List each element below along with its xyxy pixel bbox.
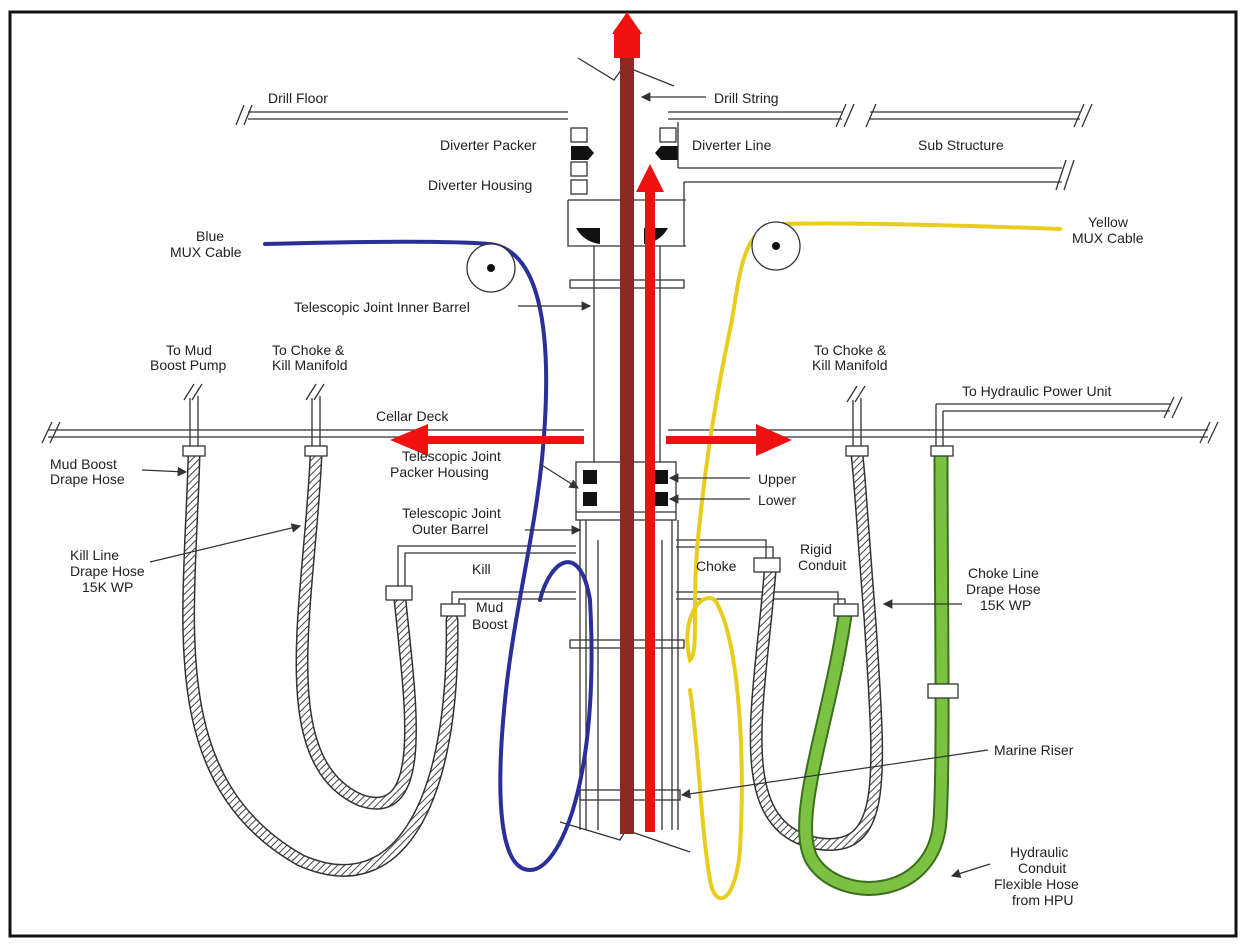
label-to-hpu: To Hydraulic Power Unit: [962, 383, 1111, 399]
label-blue-mux-1: Blue: [196, 228, 224, 244]
label-to-ck-right-1: To Choke &: [814, 342, 887, 358]
label-diverter-housing: Diverter Housing: [428, 177, 532, 193]
label-tj-packer-2: Packer Housing: [390, 464, 489, 480]
drill-floor: [235, 104, 568, 126]
label-kill-drape-2: Drape Hose: [70, 563, 145, 579]
label-kill-drape-1: Kill Line: [70, 547, 119, 563]
kill-line-drape-hose: [297, 450, 416, 809]
drill-string-break-bottom: [559, 821, 691, 853]
drill-string-break-top: [577, 57, 675, 87]
label-mud-boost-drape-2: Drape Hose: [50, 471, 125, 487]
label-to-ck-left-2: Kill Manifold: [272, 357, 347, 373]
label-mud-boost-drape-1: Mud Boost: [50, 456, 117, 472]
label-rigid-1: Rigid: [800, 541, 832, 557]
label-tj-packer-1: Telescopic Joint: [402, 448, 501, 464]
label-upper: Upper: [758, 471, 796, 487]
label-tj-outer-2: Outer Barrel: [412, 521, 488, 537]
arrow-icon-left-shaft: [426, 436, 584, 444]
label-blue-mux-2: MUX Cable: [170, 244, 242, 260]
diagram-frame: [8, 10, 1238, 938]
hydraulic-conduit-hose: [800, 449, 948, 894]
label-choke-drape-3: 15K WP: [980, 597, 1031, 613]
arrow-icon-up-shaft: [614, 30, 640, 58]
mud-boost-drape-hose: [183, 450, 458, 876]
label-drill-string: Drill String: [714, 90, 779, 106]
arrow-icon-up-return: [636, 164, 664, 192]
pulley-icon-right: [751, 221, 801, 271]
label-rigid-2: Conduit: [798, 557, 846, 573]
hose-connectors: [182, 445, 959, 699]
label-cellar-deck: Cellar Deck: [376, 408, 449, 424]
label-yellow-mux-1: Yellow: [1088, 214, 1129, 230]
return-flow-line: [645, 188, 655, 832]
pulley-icon: [466, 243, 516, 293]
label-lower: Lower: [758, 492, 796, 508]
leader-arrows: [141, 92, 991, 879]
rigid-conduits: [397, 539, 846, 606]
label-choke-drape-1: Choke Line: [968, 565, 1039, 581]
label-sub-structure: Sub Structure: [918, 137, 1004, 153]
diverter-packer-left: [571, 146, 594, 160]
arrow-icon-right-shaft: [666, 436, 770, 444]
label-hyd-3: Flexible Hose: [994, 876, 1079, 892]
hatched-hoses: [182, 448, 884, 877]
labels: Drill Floor Drill String Diverter Packer…: [50, 90, 1144, 908]
diverter: [567, 122, 1075, 247]
label-tj-outer-1: Telescopic Joint: [402, 505, 501, 521]
label-hyd-4: from HPU: [1012, 892, 1073, 908]
arrow-icon-right: [756, 424, 792, 456]
label-kill: Kill: [472, 561, 491, 577]
label-mud-1: Mud: [476, 599, 503, 615]
label-tj-inner-barrel: Telescopic Joint Inner Barrel: [294, 299, 470, 315]
label-kill-drape-3: 15K WP: [82, 579, 133, 595]
label-mud-2: Boost: [472, 616, 508, 632]
label-drill-floor: Drill Floor: [268, 90, 328, 106]
drill-string-pipe: [620, 56, 634, 834]
choke-line-drape-hose: [751, 450, 882, 850]
label-to-mud-2: Boost Pump: [150, 357, 226, 373]
label-to-ck-left-1: To Choke &: [272, 342, 345, 358]
label-to-ck-right-2: Kill Manifold: [812, 357, 887, 373]
sub-structure: [668, 103, 1093, 128]
label-hyd-1: Hydraulic: [1010, 844, 1068, 860]
label-hyd-2: Conduit: [1018, 860, 1066, 876]
arrow-icon-up-top: [612, 12, 642, 34]
label-yellow-mux-2: MUX Cable: [1072, 230, 1144, 246]
label-diverter-packer: Diverter Packer: [440, 137, 537, 153]
label-choke-drape-2: Drape Hose: [966, 581, 1041, 597]
label-marine-riser: Marine Riser: [994, 742, 1074, 758]
arrow-icon-left: [390, 424, 428, 456]
diverter-packer-right: [655, 146, 678, 160]
label-choke: Choke: [696, 558, 737, 574]
label-diverter-line: Diverter Line: [692, 137, 772, 153]
manifold-stubs: [183, 383, 944, 448]
label-to-mud-1: To Mud: [166, 342, 212, 358]
diverter-housing-seal-left: [576, 228, 600, 244]
